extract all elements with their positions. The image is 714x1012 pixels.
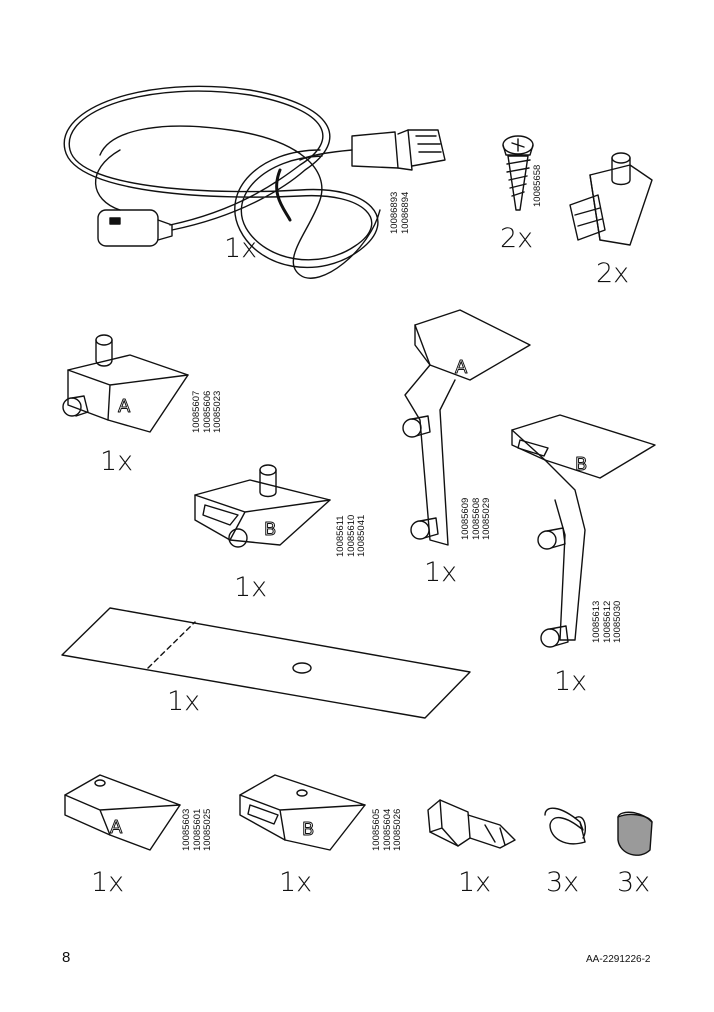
part-number: 10085613 bbox=[591, 600, 602, 643]
part-numbers: 10086893 10086894 bbox=[389, 191, 411, 234]
document-id: AA-2291226-2 bbox=[586, 954, 651, 965]
screwdriver-bit-icon bbox=[427, 799, 516, 849]
quantity-label: 3x bbox=[546, 867, 580, 898]
part-number: 10085607 bbox=[191, 390, 202, 433]
svg-text:A: A bbox=[110, 817, 123, 838]
bracket-b-icon: B bbox=[194, 464, 331, 548]
part-number: 10085023 bbox=[212, 390, 223, 433]
part-number: 10085609 bbox=[460, 497, 471, 540]
screw-icon bbox=[502, 135, 534, 211]
page-number: 8 bbox=[62, 949, 71, 966]
part-numbers: 10085607 10085606 10085023 bbox=[191, 390, 224, 433]
part-number: 10085025 bbox=[202, 808, 213, 851]
quantity-label: 1x bbox=[100, 446, 134, 477]
svg-text:A: A bbox=[118, 396, 131, 417]
quantity-label: 3x bbox=[617, 867, 651, 898]
quantity-label: 1x bbox=[234, 572, 268, 603]
part-number: 10086894 bbox=[399, 191, 411, 234]
svg-text:B: B bbox=[264, 519, 276, 540]
bracket-a-icon: A bbox=[62, 334, 189, 433]
part-number: 10085611 bbox=[335, 515, 346, 557]
clip-cap-icon bbox=[544, 807, 587, 845]
long-bracket-a-icon: A bbox=[402, 309, 531, 546]
quantity-label: 1x bbox=[279, 867, 313, 898]
quantity-label: 2x bbox=[500, 223, 534, 254]
template-sheet-icon bbox=[61, 607, 471, 719]
part-numbers: 10085658 bbox=[532, 164, 544, 207]
bracket-a-plain-icon: A bbox=[64, 774, 181, 851]
pin-clip-icon bbox=[569, 152, 653, 246]
quantity-label: 1x bbox=[554, 666, 588, 697]
part-number: 10085605 bbox=[371, 808, 382, 851]
quantity-label: 1x bbox=[424, 557, 458, 588]
cover-cap-icon bbox=[617, 811, 653, 856]
svg-text:B: B bbox=[302, 819, 314, 840]
part-number: 10085030 bbox=[612, 600, 623, 643]
part-number: 10086893 bbox=[389, 191, 400, 234]
part-number: 10085603 bbox=[181, 808, 192, 851]
part-numbers: 10085613 10085612 10085030 bbox=[591, 600, 624, 643]
part-number: 10085658 bbox=[532, 164, 543, 207]
quantity-label: 1x bbox=[224, 233, 258, 264]
part-numbers: 10085609 10085608 10085029 bbox=[460, 497, 493, 540]
part-number: 10085041 bbox=[356, 514, 367, 557]
part-numbers: 10085603 10085601 10085025 bbox=[181, 808, 214, 851]
part-numbers: 10085611 10085610 10085041 bbox=[335, 514, 368, 557]
svg-text:A: A bbox=[455, 357, 468, 378]
long-bracket-b-icon: B bbox=[511, 414, 656, 648]
quantity-label: 2x bbox=[596, 258, 630, 289]
quantity-label: 1x bbox=[167, 686, 201, 717]
cable-icon bbox=[63, 85, 446, 279]
svg-text:B: B bbox=[575, 454, 587, 475]
quantity-label: 1x bbox=[91, 867, 125, 898]
part-number: 10085026 bbox=[392, 808, 403, 851]
bracket-b-plain-icon: B bbox=[239, 774, 366, 851]
part-number: 10085029 bbox=[481, 497, 492, 540]
quantity-label: 1x bbox=[458, 867, 492, 898]
part-numbers: 10085605 10085604 10085026 bbox=[371, 808, 404, 851]
